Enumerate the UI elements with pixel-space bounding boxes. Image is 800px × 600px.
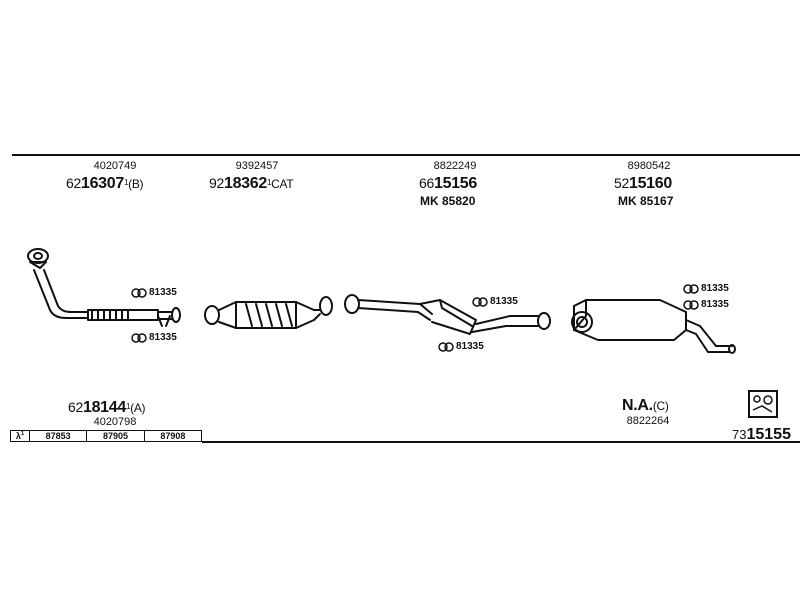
na-ref: 8822264 xyxy=(626,415,670,427)
part4-code[interactable]: 5215160 xyxy=(614,175,672,192)
clamp-icon xyxy=(683,299,699,310)
part1-code[interactable]: 62163071(B) xyxy=(66,175,144,192)
lambda-ref-table: λ1 87853 87905 87908 xyxy=(10,430,203,442)
part3-ref: 8822249 xyxy=(433,160,477,172)
bottom-rule xyxy=(202,441,800,443)
clamp-icon xyxy=(472,296,488,307)
front-pipe-code[interactable]: 62181441(A) xyxy=(68,399,146,416)
kit-code[interactable]: 7315155 xyxy=(732,426,791,443)
header-rule xyxy=(12,154,800,156)
middle-silencer-drawing xyxy=(344,294,551,335)
rear-silencer-drawing xyxy=(571,299,736,354)
clamp-label-4[interactable]: 81335 xyxy=(438,341,484,352)
part2-code[interactable]: 92183621CAT xyxy=(209,175,294,192)
clamp-label-5[interactable]: 81335 xyxy=(683,283,729,294)
clamp-label-6[interactable]: 81335 xyxy=(683,299,729,310)
part1-ref: 4020749 xyxy=(93,160,137,172)
part3-code[interactable]: 6615156 xyxy=(419,175,477,192)
ref-cell: 87908 xyxy=(143,430,203,442)
clamp-icon xyxy=(131,332,147,343)
clamp-icon xyxy=(683,283,699,294)
part3-mk: MK 85820 xyxy=(420,194,476,208)
clamp-label-1[interactable]: 81335 xyxy=(131,287,177,298)
lambda-cell: λ1 xyxy=(10,430,30,442)
fitting-kit-icon xyxy=(748,390,778,418)
front-pipe-ref: 4020798 xyxy=(93,416,137,428)
catalyst-drawing xyxy=(204,296,333,329)
ref-cell: 87905 xyxy=(86,430,145,442)
part2-ref: 9392457 xyxy=(235,160,279,172)
na-code[interactable]: N.A.(C) xyxy=(622,397,669,414)
part4-mk: MK 85167 xyxy=(618,194,674,208)
clamp-icon xyxy=(131,287,147,298)
clamp-label-2[interactable]: 81335 xyxy=(131,332,177,343)
clamp-icon xyxy=(438,341,454,352)
clamp-label-3[interactable]: 81335 xyxy=(472,296,518,307)
part4-ref: 8980542 xyxy=(627,160,671,172)
front-pipe-drawing xyxy=(27,248,181,327)
exhaust-diagram xyxy=(27,248,736,354)
ref-cell: 87853 xyxy=(28,430,88,442)
